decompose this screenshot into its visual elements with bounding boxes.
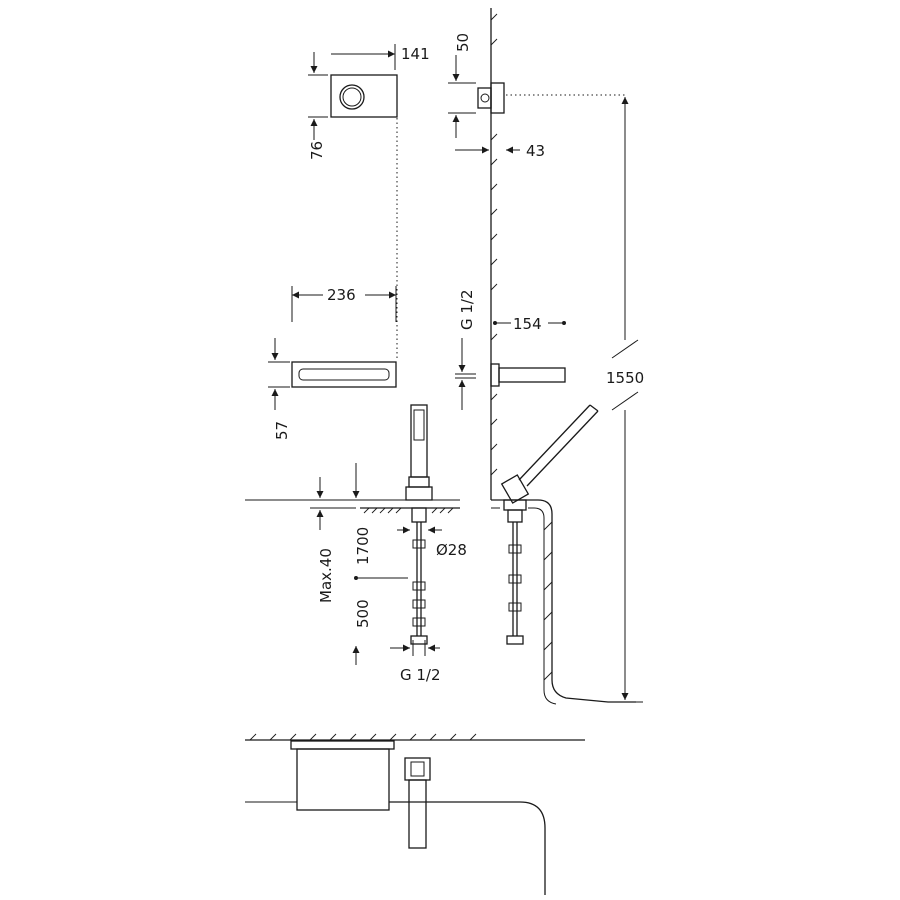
deck-thickness-label: Max.40 (317, 548, 335, 603)
controller-width-dimension: 141 (331, 44, 430, 70)
controller-depth-dimension: 50 (448, 33, 476, 138)
spout-thread-label: G 1/2 (458, 289, 476, 330)
hand-shower-front (405, 404, 433, 645)
top-view (245, 733, 585, 895)
inlet-thread-dimension: G 1/2 (390, 640, 441, 684)
mixer-height-dimension: 1550 (606, 97, 644, 700)
controller-height-label: 76 (308, 141, 326, 160)
hose-length-dimension: 1700 (352, 463, 408, 580)
hose-length-label: 1700 (354, 527, 372, 565)
bath-rim-section (491, 499, 643, 705)
spout-thread-dimension: G 1/2 (455, 289, 476, 410)
inlet-length-label: 500 (354, 599, 372, 628)
inlet-length-dimension: 500 (352, 599, 372, 665)
controller-depth-label: 50 (454, 33, 472, 52)
wall-section (490, 8, 498, 500)
spout-width-label: 236 (327, 286, 356, 304)
hand-shower-side-view (500, 404, 599, 645)
spout-height-dimension: 57 (268, 338, 291, 440)
spout-projection-dimension: 154 (493, 315, 566, 333)
controller-width-label: 141 (401, 45, 430, 63)
spout-height-label: 57 (273, 421, 291, 440)
spout-projection-label: 154 (513, 315, 542, 333)
deck-thickness-dimension: Max.40 (310, 477, 356, 603)
controller-front-view (330, 74, 398, 118)
controller-projection-label: 43 (526, 142, 545, 160)
inlet-thread-label: G 1/2 (400, 666, 441, 684)
deck-surface (245, 499, 460, 514)
spout-width-dimension: 236 (291, 286, 397, 322)
controller-side-view (477, 82, 505, 114)
controller-height-dimension: 76 (308, 52, 328, 160)
body-diameter-label: Ø28 (436, 541, 467, 559)
spout-side-view (490, 363, 566, 387)
body-diameter-dimension: Ø28 (397, 526, 467, 559)
mixer-height-label: 1550 (606, 369, 644, 387)
controller-projection-dimension: 43 (455, 142, 545, 160)
spout-front-view (291, 361, 397, 388)
